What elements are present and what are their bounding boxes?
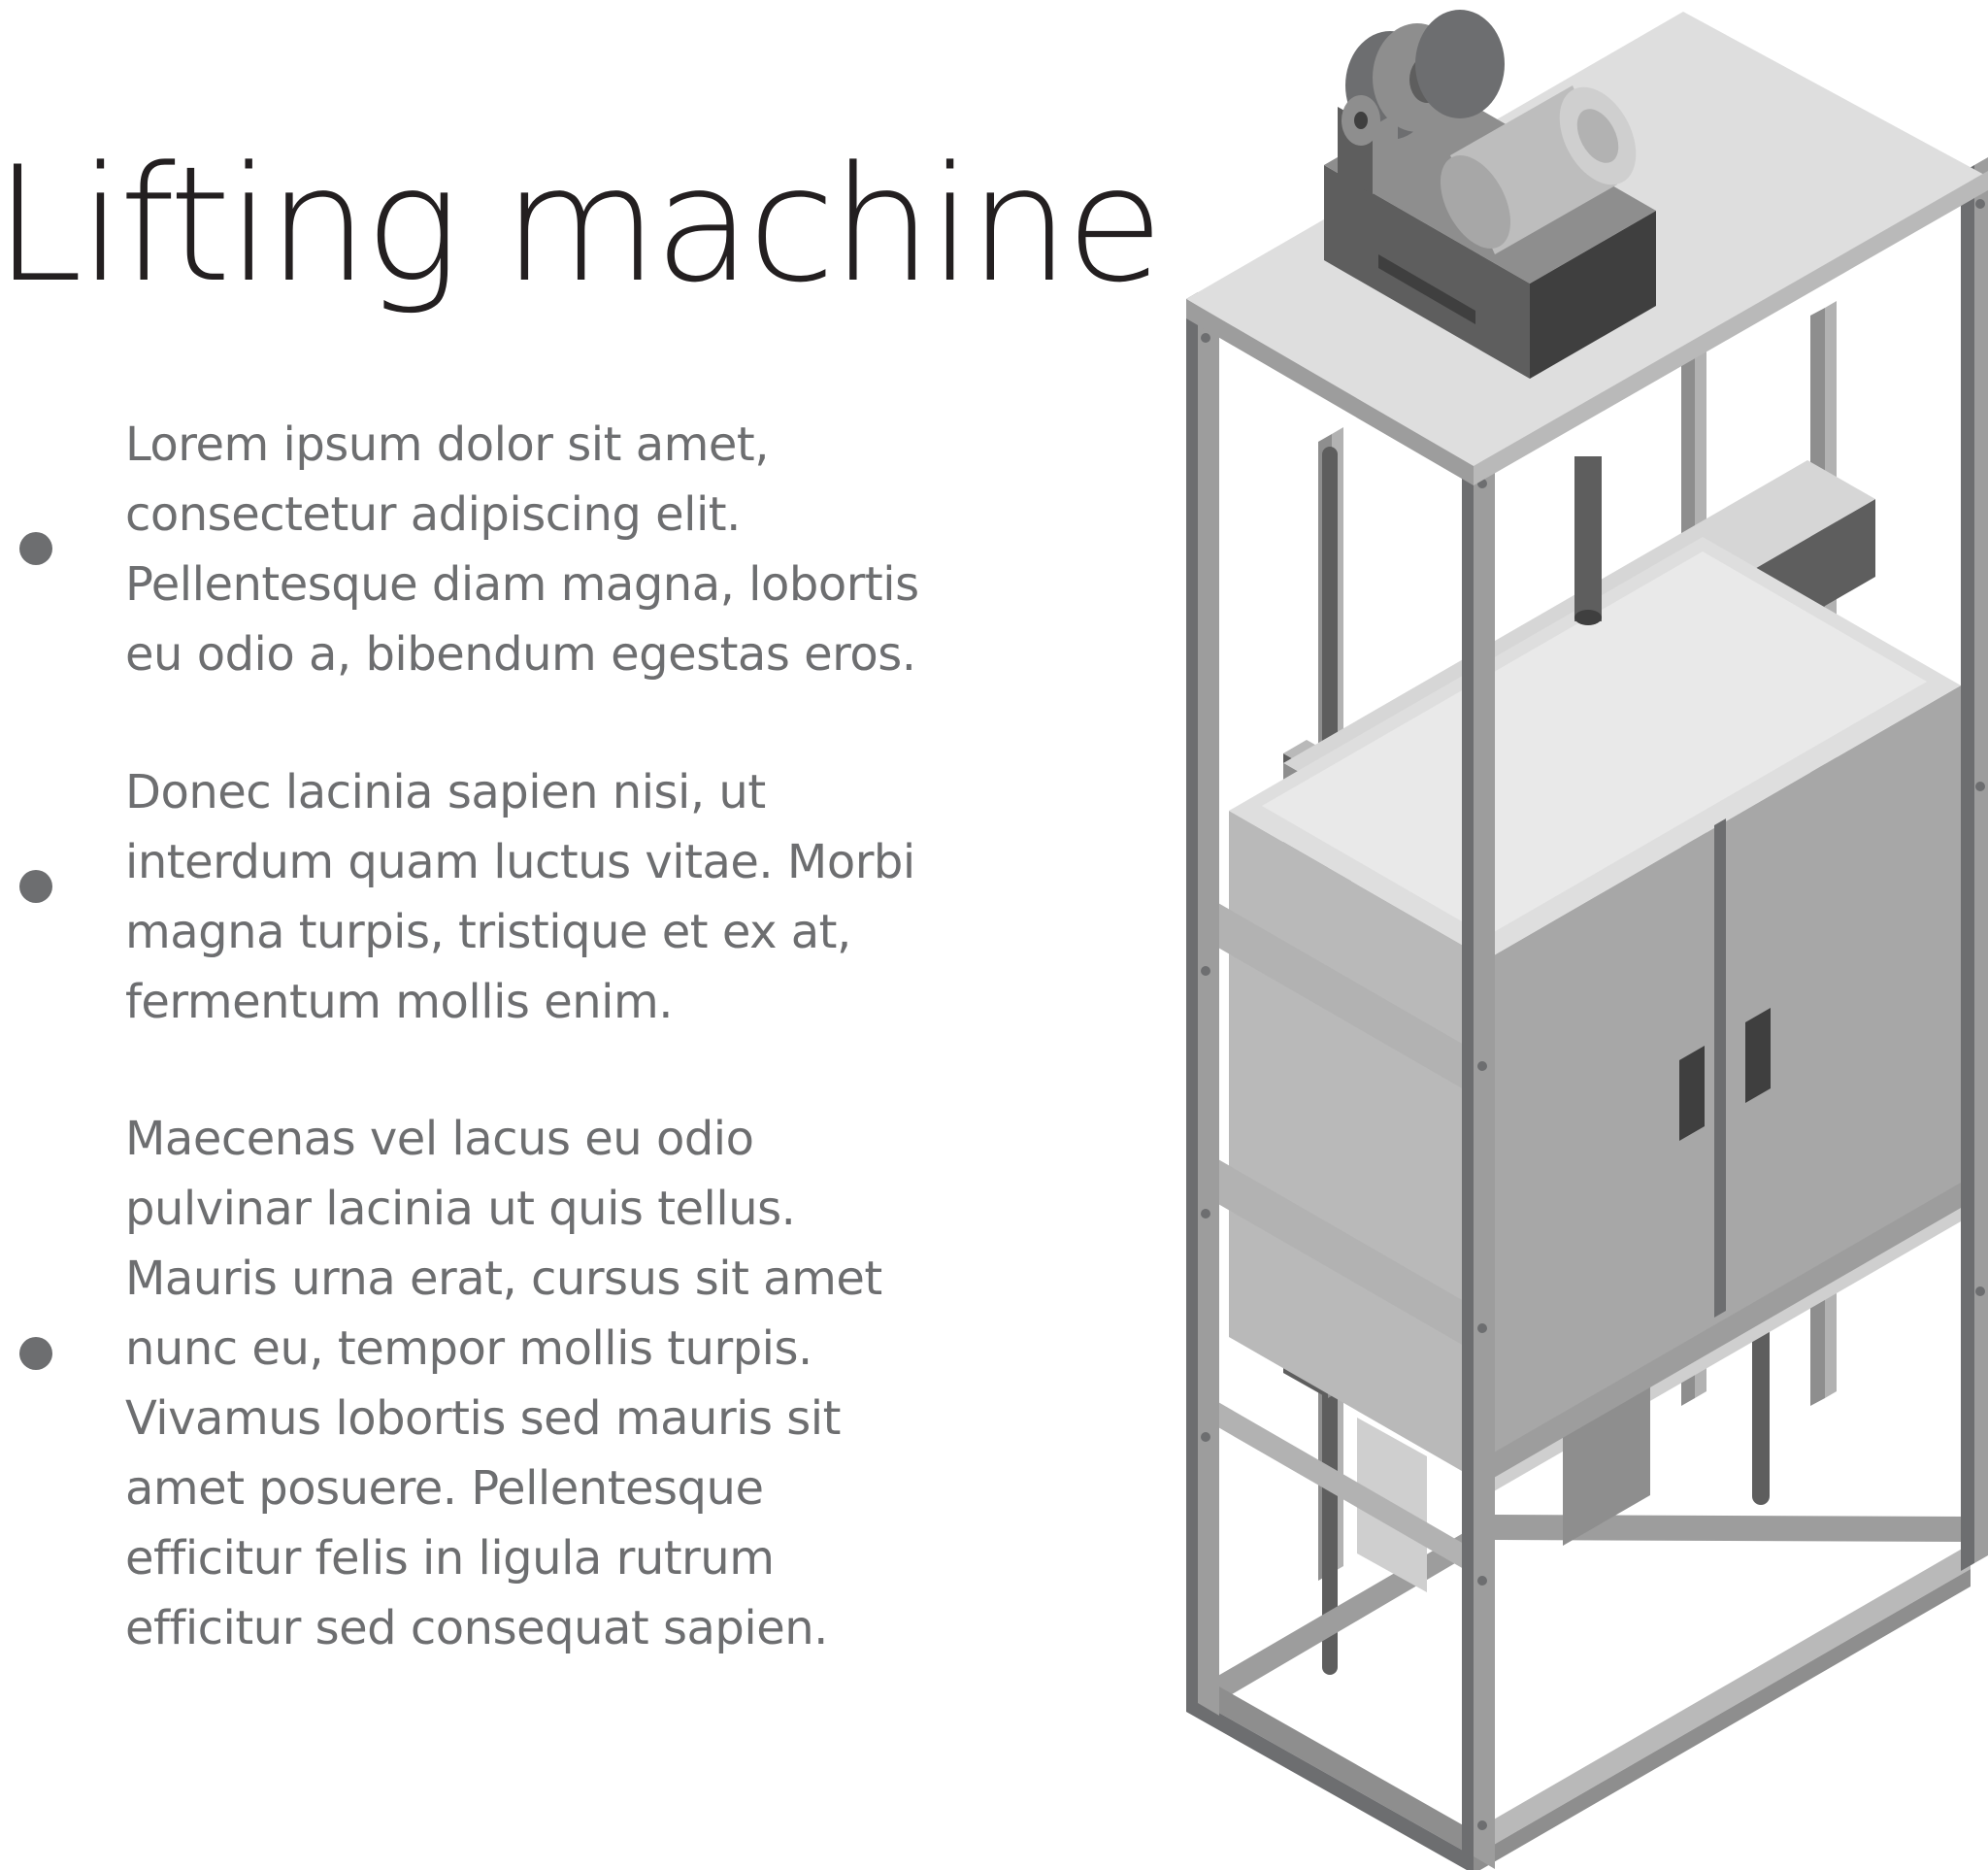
frame-straps [1211,899,1961,1569]
page-title: Lifting machine [0,132,1164,317]
bottom-frame [1186,1515,1971,1870]
bullet-dot-icon [19,870,52,903]
bullet-dot-icon [19,1337,52,1370]
hoist-rope [1574,456,1602,621]
front-frame [1186,157,1988,1869]
list-item-text: Maecenas vel lacus eu odio pulvinar laci… [125,1112,882,1655]
bullet-dot-icon [19,532,52,565]
list-item-text: Donec lacinia sapien nisi, ut interdum q… [125,765,915,1029]
lifting-machine-illustration [1186,10,1988,1870]
door-handle-icon [1745,1008,1771,1103]
motor-winch-icon [1324,10,1656,379]
door-handle-icon [1679,1046,1705,1141]
list-item-text: Lorem ipsum dolor sit amet, consectetur … [125,417,919,682]
